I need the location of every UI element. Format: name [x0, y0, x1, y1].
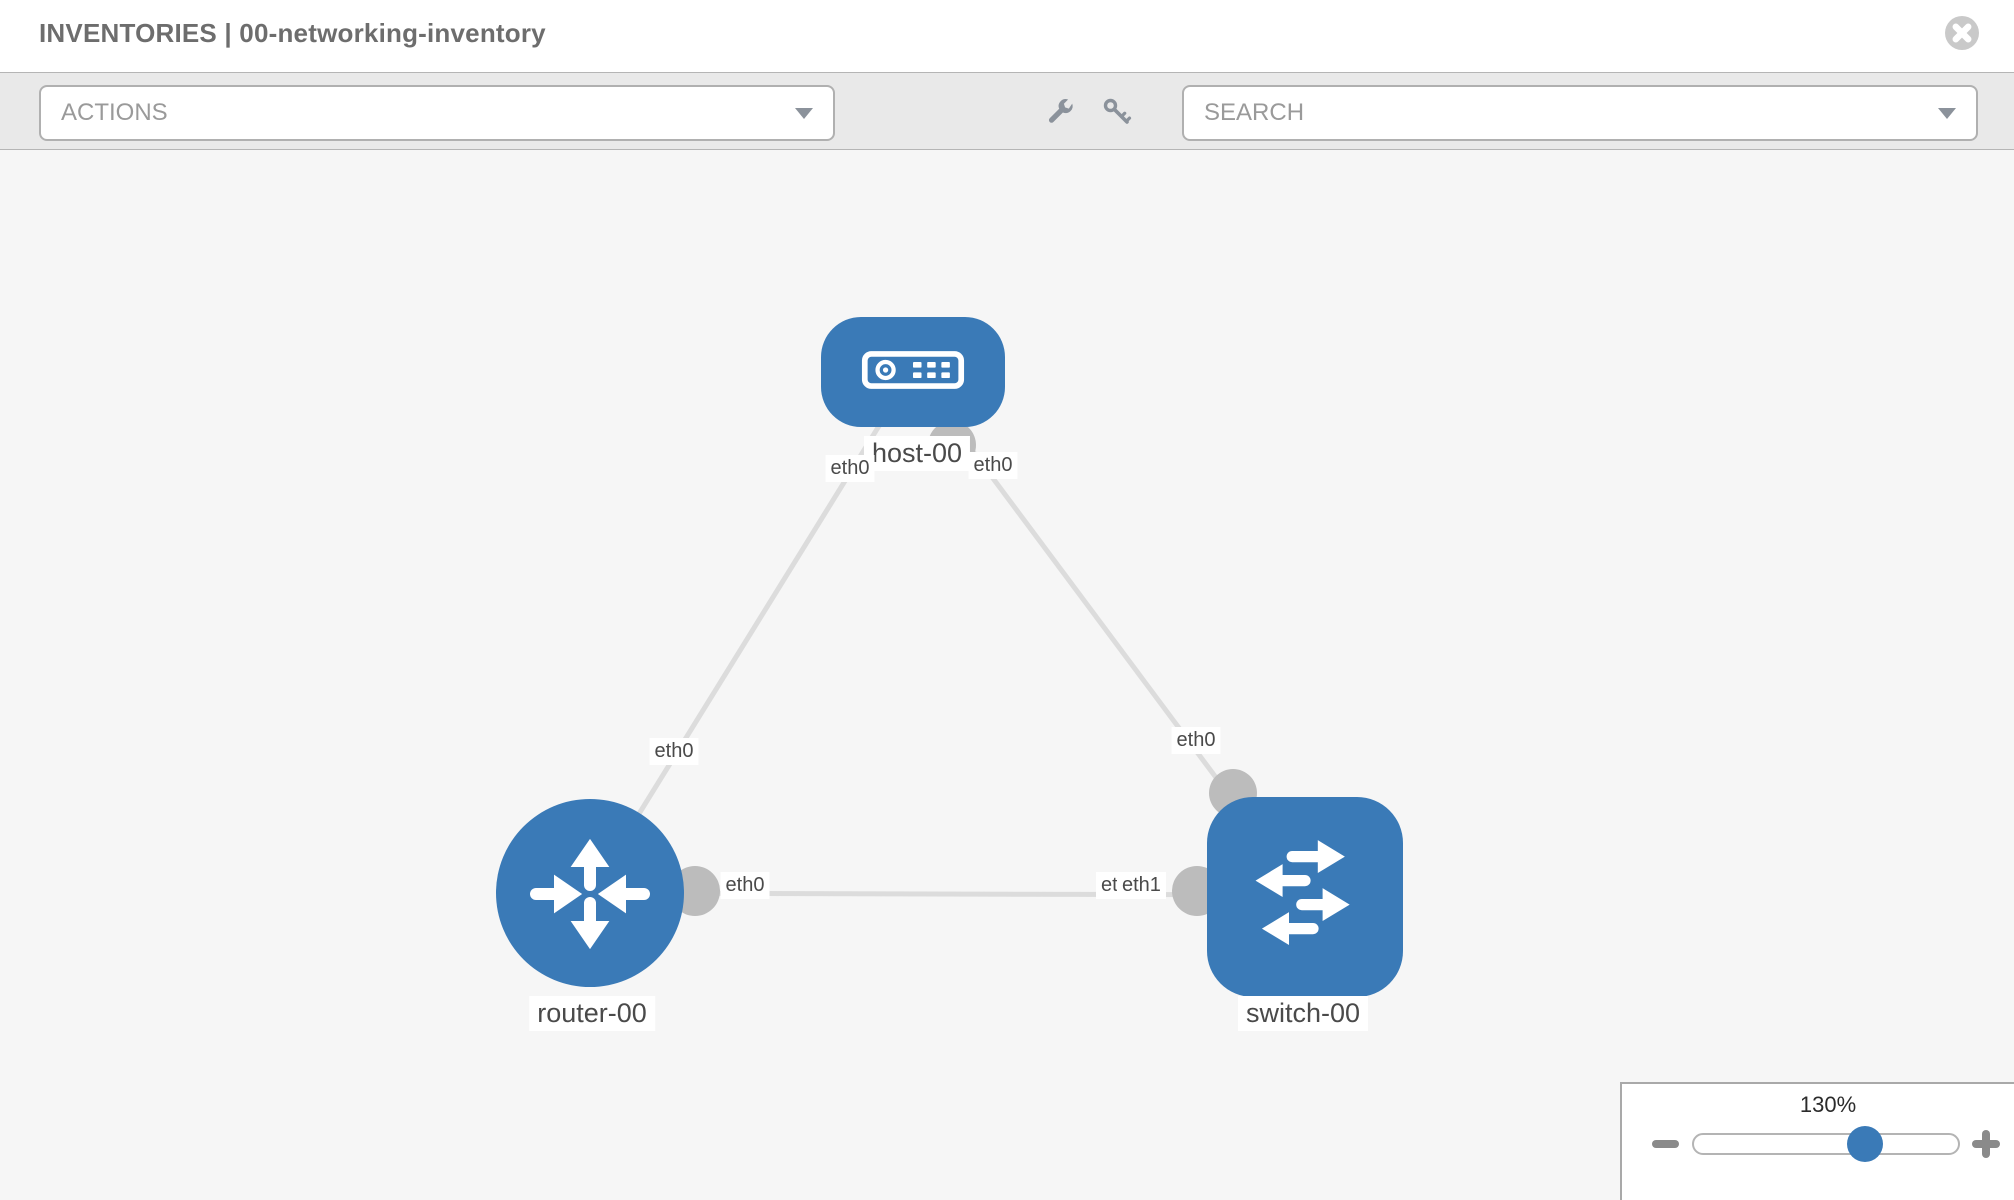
page-title: INVENTORIES | 00-networking-inventory [39, 18, 546, 48]
topology-links-layer [587, 369, 1308, 916]
actions-dropdown-label: ACTIONS [61, 99, 168, 126]
node-label-switch: switch-00 [1237, 996, 1369, 1031]
zoom-percentage: 130% [1799, 1092, 1857, 1117]
node-switch-00[interactable] [1207, 797, 1403, 997]
toolbar: ACTIONS SEARCH [0, 72, 2014, 150]
interface-label: eth0 [649, 738, 699, 765]
node-host-00[interactable] [821, 317, 1005, 427]
switch-icon [1225, 813, 1385, 982]
header: INVENTORIES | 00-networking-inventory [0, 0, 2014, 72]
wrench-icon [1044, 99, 1076, 131]
zoom-slider-track[interactable] [1692, 1133, 1960, 1155]
interface-label: eth0 [825, 455, 875, 482]
node-router-00[interactable] [496, 799, 684, 987]
key-icon [1101, 98, 1133, 131]
configure-button[interactable] [1044, 96, 1076, 128]
topology-canvas[interactable]: host-00 router-00 switch-00 eth0 eth0 et… [0, 150, 2014, 1200]
node-label-router: router-00 [529, 996, 655, 1031]
router-icon [515, 816, 665, 971]
zoom-in-button[interactable] [1972, 1130, 2000, 1158]
interface-label: eth1 [1117, 872, 1166, 899]
zoom-out-button[interactable] [1652, 1140, 1679, 1148]
chevron-down-icon [795, 107, 813, 119]
credentials-button[interactable] [1101, 96, 1133, 128]
host-icon [861, 348, 965, 397]
interface-label: eth0 [720, 872, 770, 899]
actions-dropdown[interactable]: ACTIONS [39, 85, 835, 141]
search-placeholder: SEARCH [1204, 99, 1305, 126]
close-button[interactable] [1944, 15, 1980, 51]
interface-label: eth0 [1171, 727, 1221, 754]
close-icon [1944, 16, 1980, 54]
interface-label: eth0 [968, 452, 1018, 479]
search-dropdown[interactable]: SEARCH [1182, 85, 1978, 141]
zoom-control-panel: 130% [1620, 1082, 2014, 1200]
node-label-host: host-00 [863, 436, 971, 471]
zoom-slider-knob[interactable] [1847, 1126, 1883, 1162]
chevron-down-icon [1938, 107, 1956, 119]
